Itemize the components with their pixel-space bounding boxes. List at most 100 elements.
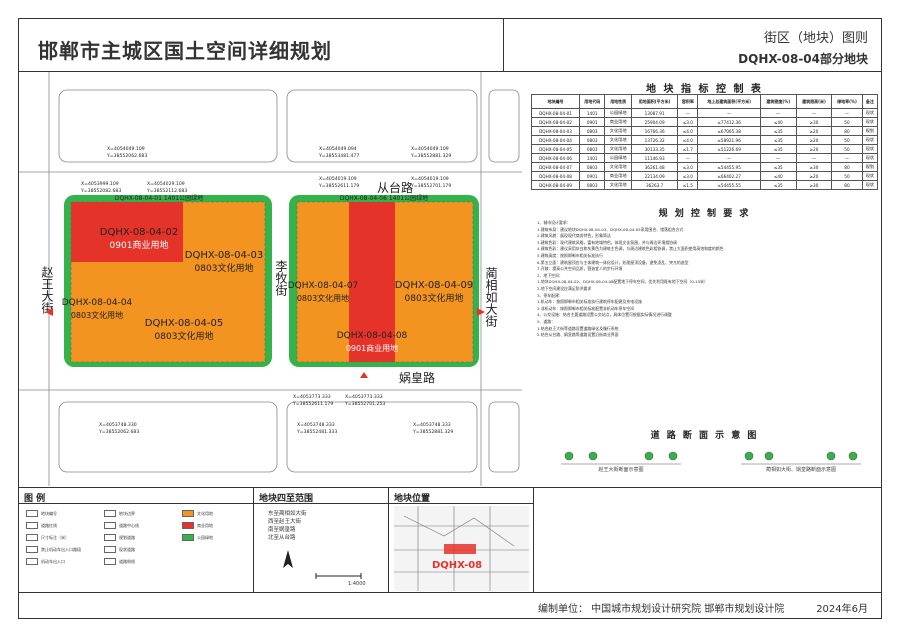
control-table-cell: 0803 [579,126,606,136]
control-table-cell: 0803 [579,180,606,190]
control-table-cell: — [831,153,863,163]
legend-item: 尺寸标注（米） [26,534,69,541]
header-left: 邯郸市主城区国土空间详细规划 [18,18,504,72]
plot-use-07: 0803文化用地 [297,293,349,303]
control-table-cell: ≤58921.96 [697,135,761,145]
legend-label: 规划道路 [119,534,135,540]
control-table-cell: ≤1.5 [677,180,699,190]
legend-label: 地块边界 [119,510,135,516]
control-table-cell: ≥20 [795,135,833,145]
legend-swatch [182,510,194,517]
legend-label: 道路侧线 [119,558,135,564]
green-label-01: DQHX-08-04-01 1401公园绿地 [115,194,203,202]
requirement-line: 1.建筑布局：建议地块DQHX-08-04-03、DQHX-08-04-05采用… [537,226,684,232]
control-table-cell: — [677,108,699,118]
control-table-cell: ≤3.0 [677,117,699,127]
control-table-cell: DQHX-08-04-02 [530,117,581,127]
control-table-header: 地块编号用地代码用地性质用地面积(平方米)容积率地上总建筑面积(平方米)建筑密度… [530,94,879,109]
coord-f-y: Y=38552611.179 [318,183,359,189]
control-table-cell: 0901 [579,171,606,181]
control-table-cell: 文化用地 [604,180,632,190]
scope-title: 地块四至范围 [259,494,314,504]
legend-title: 图 例 [24,494,46,504]
coord-g-y: Y=38552701.179 [410,183,451,189]
coord-e-y: Y=38552881.329 [410,153,451,159]
control-table-cell: ≤35 [759,144,797,154]
legend-item: 道路侧线 [104,558,135,565]
surrounding-roads [19,72,522,486]
coordinate-callouts: X=4054049.109 Y=38552062.683 X=4054029.1… [80,146,453,435]
control-table-cell: — [697,153,761,163]
plot-09 [395,202,473,362]
control-table-cell: — [759,108,797,118]
control-table-cell: 50 [831,144,863,154]
requirement-line: 7.开敞：提高公共空间品质，营造宜人的步行环境 [537,266,623,272]
control-table-cell: 文化用地 [604,126,632,136]
footer: 编制单位： 中国城市规划设计研究院 邯郸市规划设计院 2024年6月 [18,592,882,620]
control-table-cell: 1401 [579,153,606,163]
plot-07 [297,202,349,362]
legend-label: 现状道路 [119,546,135,552]
control-table-cell: ≤35 [759,135,797,145]
control-table-cell: ≤4.0 [677,126,699,136]
plot-label-02: DQHX-08-04-02 [100,227,178,238]
coord-f-x: X=4054019.109 [319,176,357,182]
control-table-col-header: 用地面积(平方米) [630,94,679,109]
control-table-cell: 商业用地 [604,117,632,127]
legend-item: 地块编号 [26,510,57,517]
control-table-cell: DQHX-08-04-07 [530,162,581,172]
scope-line: 东至蔺相如大街 [268,511,307,517]
plot-use-04: 0803文化用地 [71,310,123,320]
control-table-cell: ≤67065.38 [697,126,761,136]
requirement-line: 1.机动车：按照邯郸市相关标准执行建筑停车配建及充电设施 [537,299,642,305]
scale-label: 1:4000 [348,581,366,587]
control-table-cell: ≤77412.36 [697,117,761,127]
legend-label: 地块编号 [41,510,57,516]
control-table-cell: 36261.48 [630,162,679,172]
control-table-cell: ≤54455.95 [697,162,761,172]
requirement-line: 1、城市设计要求： [537,220,571,225]
road-section-diagrams [561,451,861,465]
requirements-title: 规 划 控 制 要 求 [658,209,751,219]
control-table-cell: 文化用地 [604,144,632,154]
location-inset-map: DQHX-08 [394,506,529,591]
control-table-cell: 现状 [861,153,879,163]
coord-g-x: X=4054019.109 [411,176,449,182]
sheet-title: 邯郸市主城区国土空间详细规划 [38,39,332,63]
plot-label-04: DQHX-08-04-04 [62,298,133,308]
control-table-cell: 11146.93 [630,153,679,163]
coord-d-x: X=4054049.094 [319,146,357,152]
plot-04 [71,262,123,362]
requirements-list: 1、城市设计要求：1.建筑布局：建议地块DQHX-08-04-03、DQHX-0… [537,220,873,339]
vehicle-entry-markers [45,308,485,378]
requirement-line: 3、停车配建： [537,292,563,298]
coord-b-y: Y=38552112.683 [146,188,187,194]
requirement-line: 2、地下空间： [537,272,563,278]
plot-use-02: 0901商业用地 [110,239,169,251]
coord-a-x: X=4054049.109 [107,146,145,152]
coord-d-y: Y=38553481.477 [318,153,359,159]
control-table-cell: 商业用地 [604,171,632,181]
control-table-cell: 16766.36 [630,126,679,136]
street-labels: 赵王大街 李牧街 蔺相如大街 从台路 娲皇路 [40,180,498,385]
control-table-cell: 规划 [861,162,879,172]
control-table-cell: ≥20 [795,144,833,154]
legend-label: 公园绿地 [197,534,213,540]
control-table-cell: — [677,153,699,163]
control-table-cell: 现状 [861,180,879,190]
plot-use-03: 0803文化用地 [195,262,254,274]
control-table-cell: ≤66402.27 [697,171,761,181]
control-table-cell: ≥30 [795,117,833,127]
footer-date: 2024年6月 [816,604,868,615]
sheet-code: DQHX-08-04部分地块 [738,52,868,66]
control-table-cell: ≤4.0 [677,135,699,145]
scope-line: 西至赵王大街 [268,519,302,525]
control-table-cell: — [759,153,797,163]
legend-swatch [104,510,116,517]
control-table-cell: ≥30 [795,162,833,172]
coord-e-x: X=4054049.109 [411,146,449,152]
